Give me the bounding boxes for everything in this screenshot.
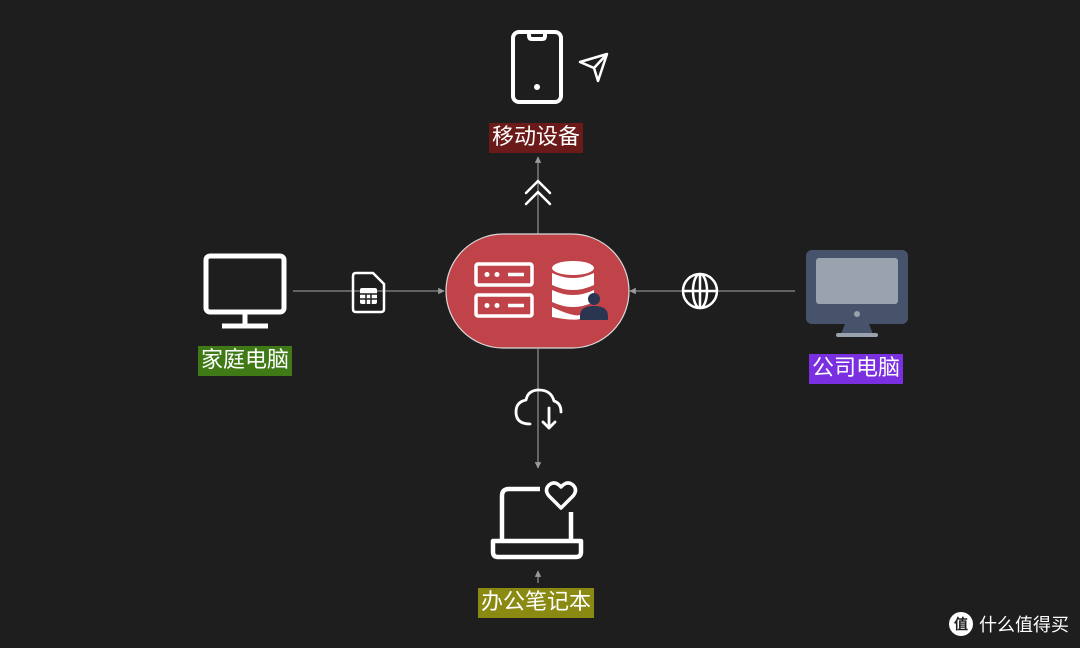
home-node xyxy=(203,253,287,329)
monitor-icon xyxy=(203,253,287,329)
heart-icon xyxy=(544,481,578,510)
office-computer-label: 公司电脑 xyxy=(809,354,904,384)
laptop-icon xyxy=(490,486,584,560)
mobile-device-label: 移动设备 xyxy=(489,123,584,153)
hub-pill xyxy=(445,233,630,349)
office-node xyxy=(806,250,908,337)
user-icon xyxy=(580,293,608,320)
watermark-text: 什么值得买 xyxy=(979,615,1069,636)
mobile-node xyxy=(511,30,609,104)
imac-icon xyxy=(806,250,908,337)
globe-icon xyxy=(681,272,719,310)
spreadsheet-file-icon xyxy=(351,271,386,314)
watermark: 值 什么值得买 xyxy=(949,611,1069,637)
office-laptop-label: 办公笔记本 xyxy=(478,588,595,618)
watermark-badge: 值 xyxy=(949,612,973,636)
laptop-node xyxy=(490,481,584,560)
center-hub xyxy=(445,233,630,349)
double-chevron-up-icon xyxy=(524,179,552,206)
send-icon xyxy=(578,52,609,83)
cloud-download-icon xyxy=(514,388,563,430)
home-computer-label: 家庭电脑 xyxy=(198,346,293,376)
connector-lines xyxy=(293,156,795,583)
server-rack-icon xyxy=(474,262,534,318)
database-icon xyxy=(552,261,594,320)
smartphone-icon xyxy=(511,30,563,104)
